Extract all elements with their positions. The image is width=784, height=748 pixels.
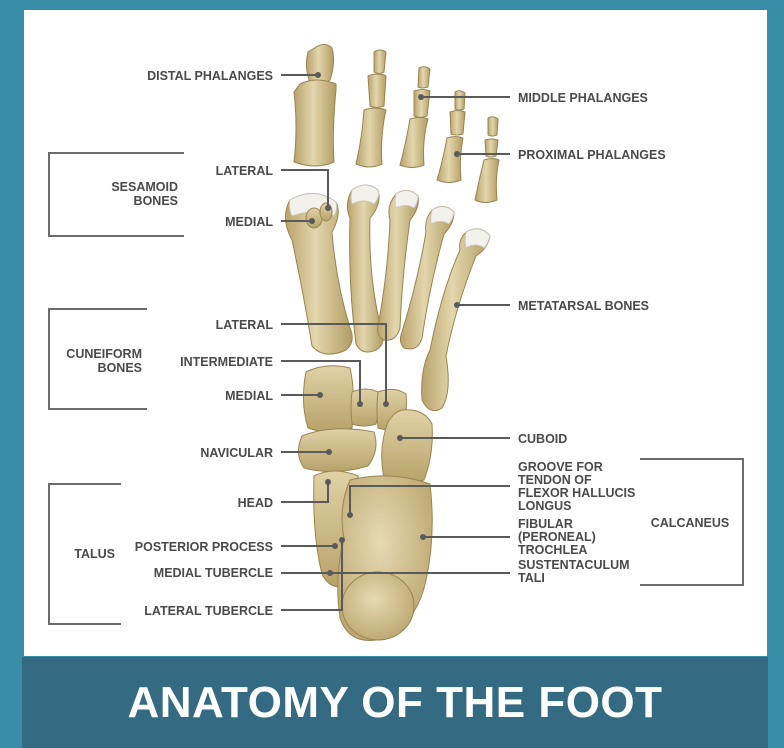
proximal-phalanx-3 <box>400 118 428 168</box>
distal-phalanx-2 <box>374 50 386 74</box>
label-medial-tubercle: MEDIAL TUBERCLE <box>130 566 273 580</box>
cuboid-bone <box>382 410 433 484</box>
intermediate-cuneiform <box>351 389 379 426</box>
label-fibular-trochlea: FIBULAR (PERONEAL) TROCHLEA <box>518 518 628 557</box>
label-cuneiform-bones: CUNEIFORM BONES <box>50 347 142 375</box>
proximal-phalanx-4 <box>437 137 463 183</box>
label-distal-phalanges: DISTAL PHALANGES <box>118 69 273 83</box>
middle-phalanx-3 <box>414 90 430 118</box>
label-sesamoid-bones: SESAMOID BONES <box>80 180 178 208</box>
label-cuneiform-lateral: LATERAL <box>178 318 273 332</box>
label-sustentaculum-tali: SUSTENTACULUM TALI <box>518 559 638 585</box>
label-calcaneus: CALCANEUS <box>644 516 736 530</box>
middle-phalanx-2 <box>368 74 386 108</box>
label-posterior-process: POSTERIOR PROCESS <box>120 540 273 554</box>
label-navicular: NAVICULAR <box>168 446 273 460</box>
distal-phalanx-1 <box>306 44 333 83</box>
label-groove-for-tendon: GROOVE FOR TENDON OF FLEXOR HALLUCIS LON… <box>518 461 640 513</box>
page-title: ANATOMY OF THE FOOT <box>22 657 768 748</box>
proximal-phalanx-1 <box>294 80 336 166</box>
proximal-phalanx-5 <box>475 159 499 203</box>
title-banner: ANATOMY OF THE FOOT <box>22 657 768 748</box>
label-middle-phalanges: MIDDLE PHALANGES <box>518 91 678 105</box>
distal-phalanx-3 <box>418 67 430 88</box>
label-cuneiform-intermediate: INTERMEDIATE <box>150 355 273 369</box>
label-sesamoid-lateral: LATERAL <box>178 164 273 178</box>
label-lateral-tubercle: LATERAL TUBERCLE <box>126 604 273 618</box>
distal-phalanx-5 <box>488 117 498 136</box>
label-talus: TALUS <box>60 547 115 561</box>
label-head: HEAD <box>198 496 273 510</box>
label-cuboid: CUBOID <box>518 432 618 446</box>
cartilage-mt4 <box>431 206 454 224</box>
calcaneus-tuberosity <box>342 572 414 640</box>
cartilage-mt2 <box>351 185 379 204</box>
proximal-phalanx-2 <box>356 108 386 167</box>
cartilage-mt3 <box>395 190 418 208</box>
sesamoid-lateral <box>320 203 332 221</box>
label-cuneiform-medial: MEDIAL <box>178 389 273 403</box>
label-metatarsal-bones: METATARSAL BONES <box>518 299 678 313</box>
bones <box>285 44 499 640</box>
label-proximal-phalanges: PROXIMAL PHALANGES <box>518 148 688 162</box>
navicular-bone <box>298 429 376 472</box>
label-sesamoid-medial: MEDIAL <box>178 215 273 229</box>
cartilage-mt5 <box>465 229 490 248</box>
middle-phalanx-4 <box>450 111 465 136</box>
distal-phalanx-4 <box>455 91 465 110</box>
medial-cuneiform <box>303 366 353 432</box>
